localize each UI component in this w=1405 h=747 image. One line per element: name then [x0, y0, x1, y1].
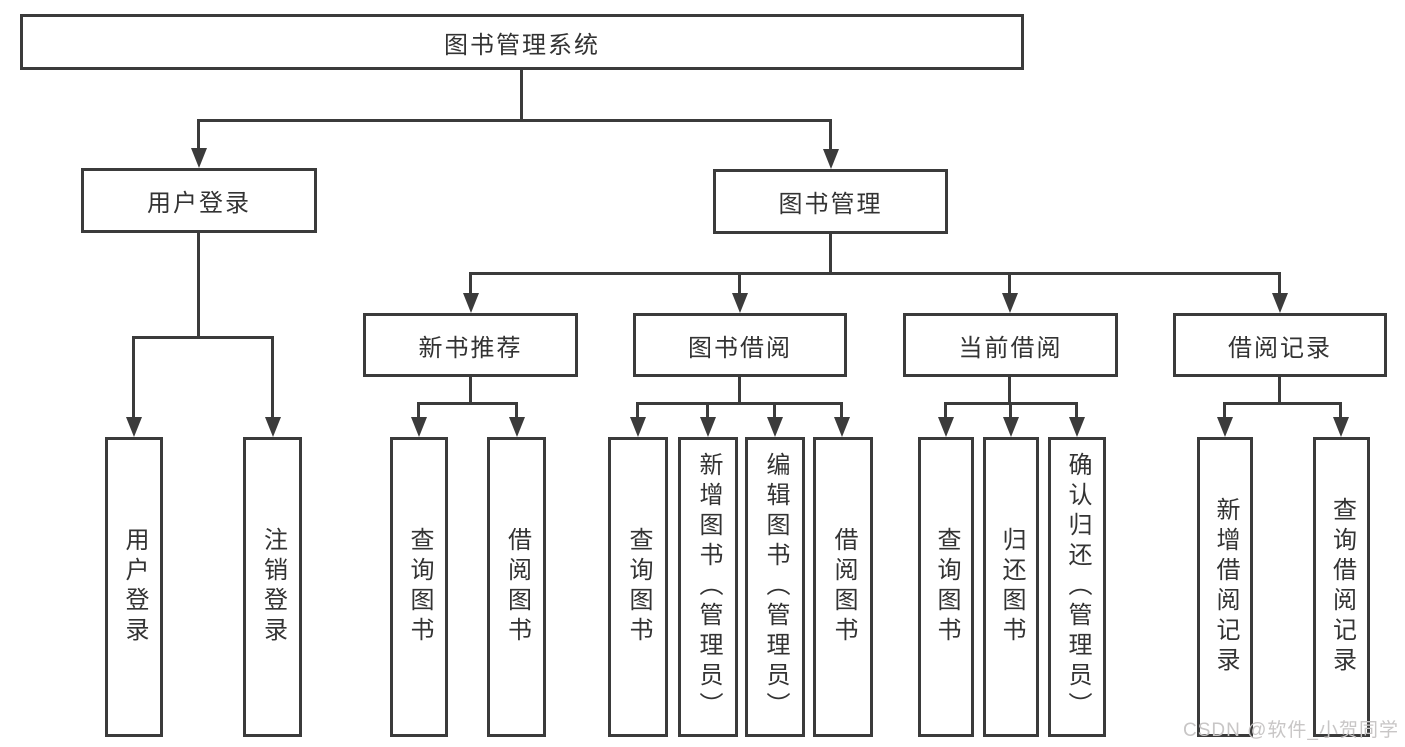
arrow-down-icon [509, 417, 525, 437]
leaf-label: 借阅图书 [503, 527, 531, 647]
leaf-borrow-books-1: 借阅图书 [487, 437, 546, 737]
connector-segment [1008, 272, 1011, 297]
leaf-label: 新增图书（管理员） [695, 452, 722, 722]
leaf-label: 查询图书 [406, 527, 433, 647]
node-label: 用户登录 [147, 190, 251, 217]
connector-segment [1075, 402, 1078, 419]
leaf-label: 注销登录 [259, 527, 287, 647]
leaf-query-books-2: 查询图书 [608, 437, 668, 737]
connector-segment [773, 402, 776, 419]
leaf-label: 借阅图书 [830, 527, 857, 647]
arrow-down-icon [463, 293, 479, 313]
leaf-label: 用户登录 [121, 527, 148, 647]
leaf-user-login: 用户登录 [105, 437, 163, 737]
node-current-borrow: 当前借阅 [903, 313, 1118, 377]
connector-segment [1339, 402, 1342, 419]
connector-segment [417, 402, 420, 419]
node-library-management-system: 图书管理系统 [20, 14, 1024, 70]
node-book-borrow: 图书借阅 [633, 313, 847, 377]
node-new-book-recommend: 新书推荐 [363, 313, 578, 377]
arrow-down-icon [265, 417, 281, 437]
connector-segment [197, 119, 200, 152]
leaf-label: 新增借阅记录 [1212, 497, 1239, 677]
node-label: 借阅记录 [1228, 334, 1332, 362]
node-label: 图书管理 [778, 191, 883, 218]
arrow-down-icon [700, 417, 716, 437]
connector-segment [469, 377, 472, 405]
connector-segment [417, 402, 518, 405]
leaf-label: 归还图书 [998, 527, 1025, 647]
connector-segment [706, 402, 709, 419]
node-borrow-records: 借阅记录 [1173, 313, 1387, 377]
connector-segment [1278, 377, 1281, 405]
arrow-down-icon [823, 149, 839, 169]
arrow-down-icon [411, 417, 427, 437]
arrow-down-icon [767, 417, 783, 437]
node-book-management: 图书管理 [713, 169, 948, 234]
connector-segment [469, 272, 472, 297]
connector-segment [197, 233, 200, 336]
node-label: 图书管理系统 [444, 31, 600, 59]
leaf-label: 查询借阅记录 [1328, 497, 1356, 677]
connector-segment [1223, 402, 1342, 405]
connector-segment [1223, 402, 1226, 419]
connector-segment [197, 119, 832, 122]
arrow-down-icon [732, 293, 748, 313]
leaf-edit-books-admin: 编辑图书（管理员） [745, 437, 805, 737]
connector-segment [738, 377, 741, 405]
connector-segment [515, 402, 518, 419]
connector-segment [738, 272, 741, 297]
arrow-down-icon [1272, 293, 1288, 313]
arrow-down-icon [630, 417, 646, 437]
node-label: 新书推荐 [418, 334, 523, 362]
leaf-logout: 注销登录 [243, 437, 302, 737]
leaf-add-borrow-record: 新增借阅记录 [1197, 437, 1253, 737]
connector-segment [271, 336, 274, 421]
connector-segment [469, 272, 1281, 275]
leaf-query-borrow-record: 查询借阅记录 [1313, 437, 1370, 737]
connector-segment [840, 402, 843, 419]
leaf-confirm-return-admin: 确认归还（管理员） [1048, 437, 1106, 737]
arrow-down-icon [1002, 293, 1018, 313]
connector-segment [132, 336, 135, 421]
arrow-down-icon [191, 148, 207, 168]
leaf-label: 确认归还（管理员） [1064, 452, 1091, 722]
connector-segment [520, 70, 523, 119]
node-user-login: 用户登录 [81, 168, 317, 233]
arrow-down-icon [126, 417, 142, 437]
leaf-add-books-admin: 新增图书（管理员） [678, 437, 738, 737]
leaf-label: 查询图书 [625, 527, 652, 647]
connector-segment [132, 336, 274, 339]
arrow-down-icon [1069, 417, 1085, 437]
node-label: 当前借阅 [958, 334, 1063, 362]
connector-segment [944, 402, 947, 419]
arrow-down-icon [834, 417, 850, 437]
leaf-return-books: 归还图书 [983, 437, 1039, 737]
leaf-label: 查询图书 [933, 527, 960, 647]
connector-segment [1009, 402, 1012, 419]
connector-segment [1278, 272, 1281, 297]
connector-segment [829, 119, 832, 152]
arrow-down-icon [938, 417, 954, 437]
connector-segment [636, 402, 843, 405]
arrow-down-icon [1333, 417, 1349, 437]
node-label: 图书借阅 [688, 334, 792, 362]
leaf-label: 编辑图书（管理员） [762, 452, 789, 722]
connector-segment [1008, 377, 1011, 405]
connector-segment [636, 402, 639, 419]
csdn-watermark: CSDN @软件_小贺同学 [1183, 720, 1399, 741]
leaf-query-books-1: 查询图书 [390, 437, 448, 737]
leaf-query-books-3: 查询图书 [918, 437, 974, 737]
arrow-down-icon [1003, 417, 1019, 437]
arrow-down-icon [1217, 417, 1233, 437]
leaf-borrow-books-2: 借阅图书 [813, 437, 873, 737]
connector-segment [829, 234, 832, 273]
